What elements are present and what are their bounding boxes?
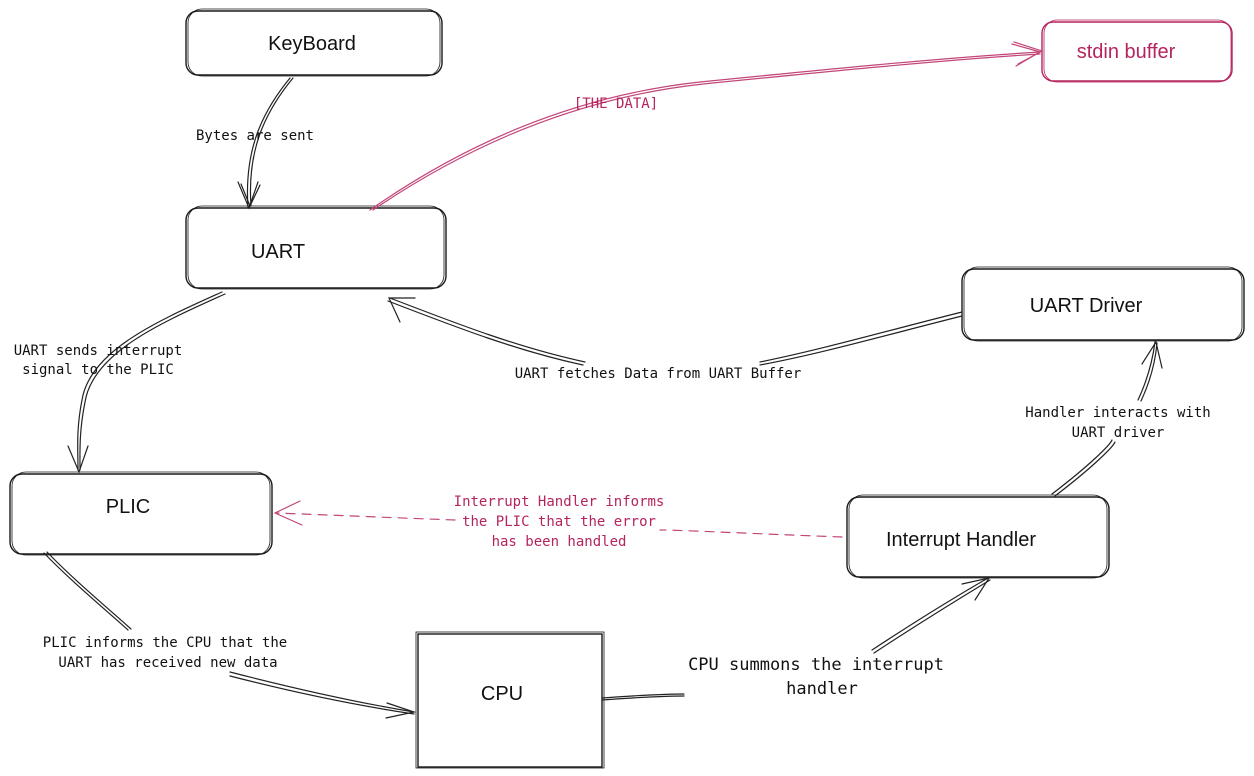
edge-uart-to-stdin: [THE DATA] xyxy=(369,41,1044,211)
uart-driver-node: UART Driver xyxy=(961,266,1245,342)
stdin-buffer-node: stdin buffer xyxy=(1041,19,1233,83)
edge-cpu-to-handler: CPU summons the interrupt handler xyxy=(601,577,991,701)
edge-handler-to-driver: Handler interacts with UART driver xyxy=(1025,340,1211,497)
keyboard-node: KeyBoard xyxy=(185,8,443,77)
edge-label-uart-plic-2: signal to the PLIC xyxy=(22,362,174,378)
edge-label-handler-plic-2: the PLIC that the error xyxy=(462,514,656,530)
edge-driver-to-uart: UART fetches Data from UART Buffer xyxy=(387,297,963,382)
uart-label: UART xyxy=(251,241,305,263)
stdin-buffer-label: stdin buffer xyxy=(1077,41,1176,63)
edge-label-keyboard-uart: Bytes are sent xyxy=(196,128,314,144)
edge-uart-to-plic: UART sends interrupt signal to the PLIC xyxy=(14,291,226,474)
interrupt-handler-node: Interrupt Handler xyxy=(846,494,1110,579)
cpu-label: CPU xyxy=(481,683,523,705)
plic-label: PLIC xyxy=(106,496,150,518)
edge-label-cpu-handler-1: CPU summons the interrupt xyxy=(688,655,944,675)
edge-label-handler-plic-3: has been handled xyxy=(492,534,627,550)
edge-label-uart-plic-1: UART sends interrupt xyxy=(14,343,183,359)
uart-driver-label: UART Driver xyxy=(1030,295,1143,317)
plic-node: PLIC xyxy=(9,471,273,556)
keyboard-label: KeyBoard xyxy=(268,33,356,55)
cpu-node: CPU xyxy=(415,631,605,769)
edge-label-cpu-handler-2: handler xyxy=(786,679,858,699)
edge-label-the-data: [THE DATA] xyxy=(574,96,658,112)
edge-plic-to-cpu: PLIC informs the CPU that the UART has r… xyxy=(43,551,417,719)
uart-node: UART xyxy=(185,205,447,290)
edge-label-handler-plic-1: Interrupt Handler informs xyxy=(454,494,665,510)
edge-label-plic-cpu-2: UART has received new data xyxy=(58,655,277,671)
edge-handler-to-plic: Interrupt Handler informs the PLIC that … xyxy=(273,494,843,550)
edge-label-handler-driver-1: Handler interacts with xyxy=(1025,405,1210,421)
edge-label-handler-driver-2: UART driver xyxy=(1072,425,1165,441)
edge-label-driver-uart: UART fetches Data from UART Buffer xyxy=(515,366,802,382)
interrupt-handler-label: Interrupt Handler xyxy=(886,529,1036,551)
edge-keyboard-to-uart: Bytes are sent xyxy=(196,77,314,210)
edge-label-plic-cpu-1: PLIC informs the CPU that the xyxy=(43,635,287,651)
